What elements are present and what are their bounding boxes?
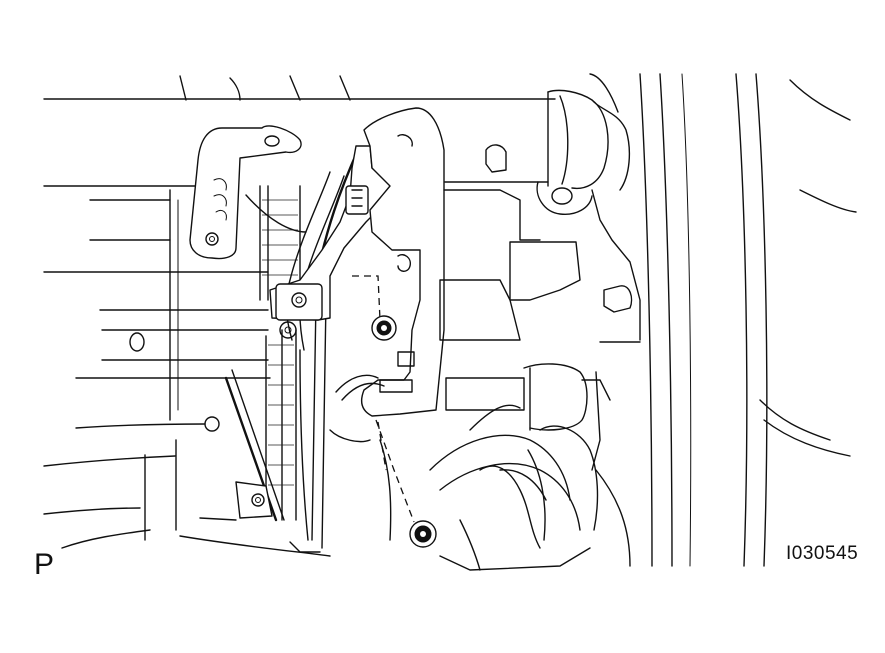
upper-cross-member: [44, 74, 629, 190]
center-mounting-plate: [362, 108, 444, 416]
wire-harness-lower: [330, 375, 597, 570]
bolt-upper: [372, 316, 396, 340]
bolt-left: [236, 482, 272, 518]
view-letter-label: P: [34, 548, 55, 581]
bolt-lower: [410, 521, 436, 547]
bottom-structure: [180, 76, 590, 570]
right-side-components: [440, 145, 640, 470]
upper-left-bracket: [190, 126, 301, 259]
figure-id-label: I030545: [786, 543, 859, 564]
frame-hole: [205, 417, 219, 431]
body-pillar-right: [596, 74, 856, 566]
frame-hole: [130, 333, 144, 351]
left-lower-frame: [44, 190, 270, 548]
center-hose-bracket: [270, 146, 390, 338]
